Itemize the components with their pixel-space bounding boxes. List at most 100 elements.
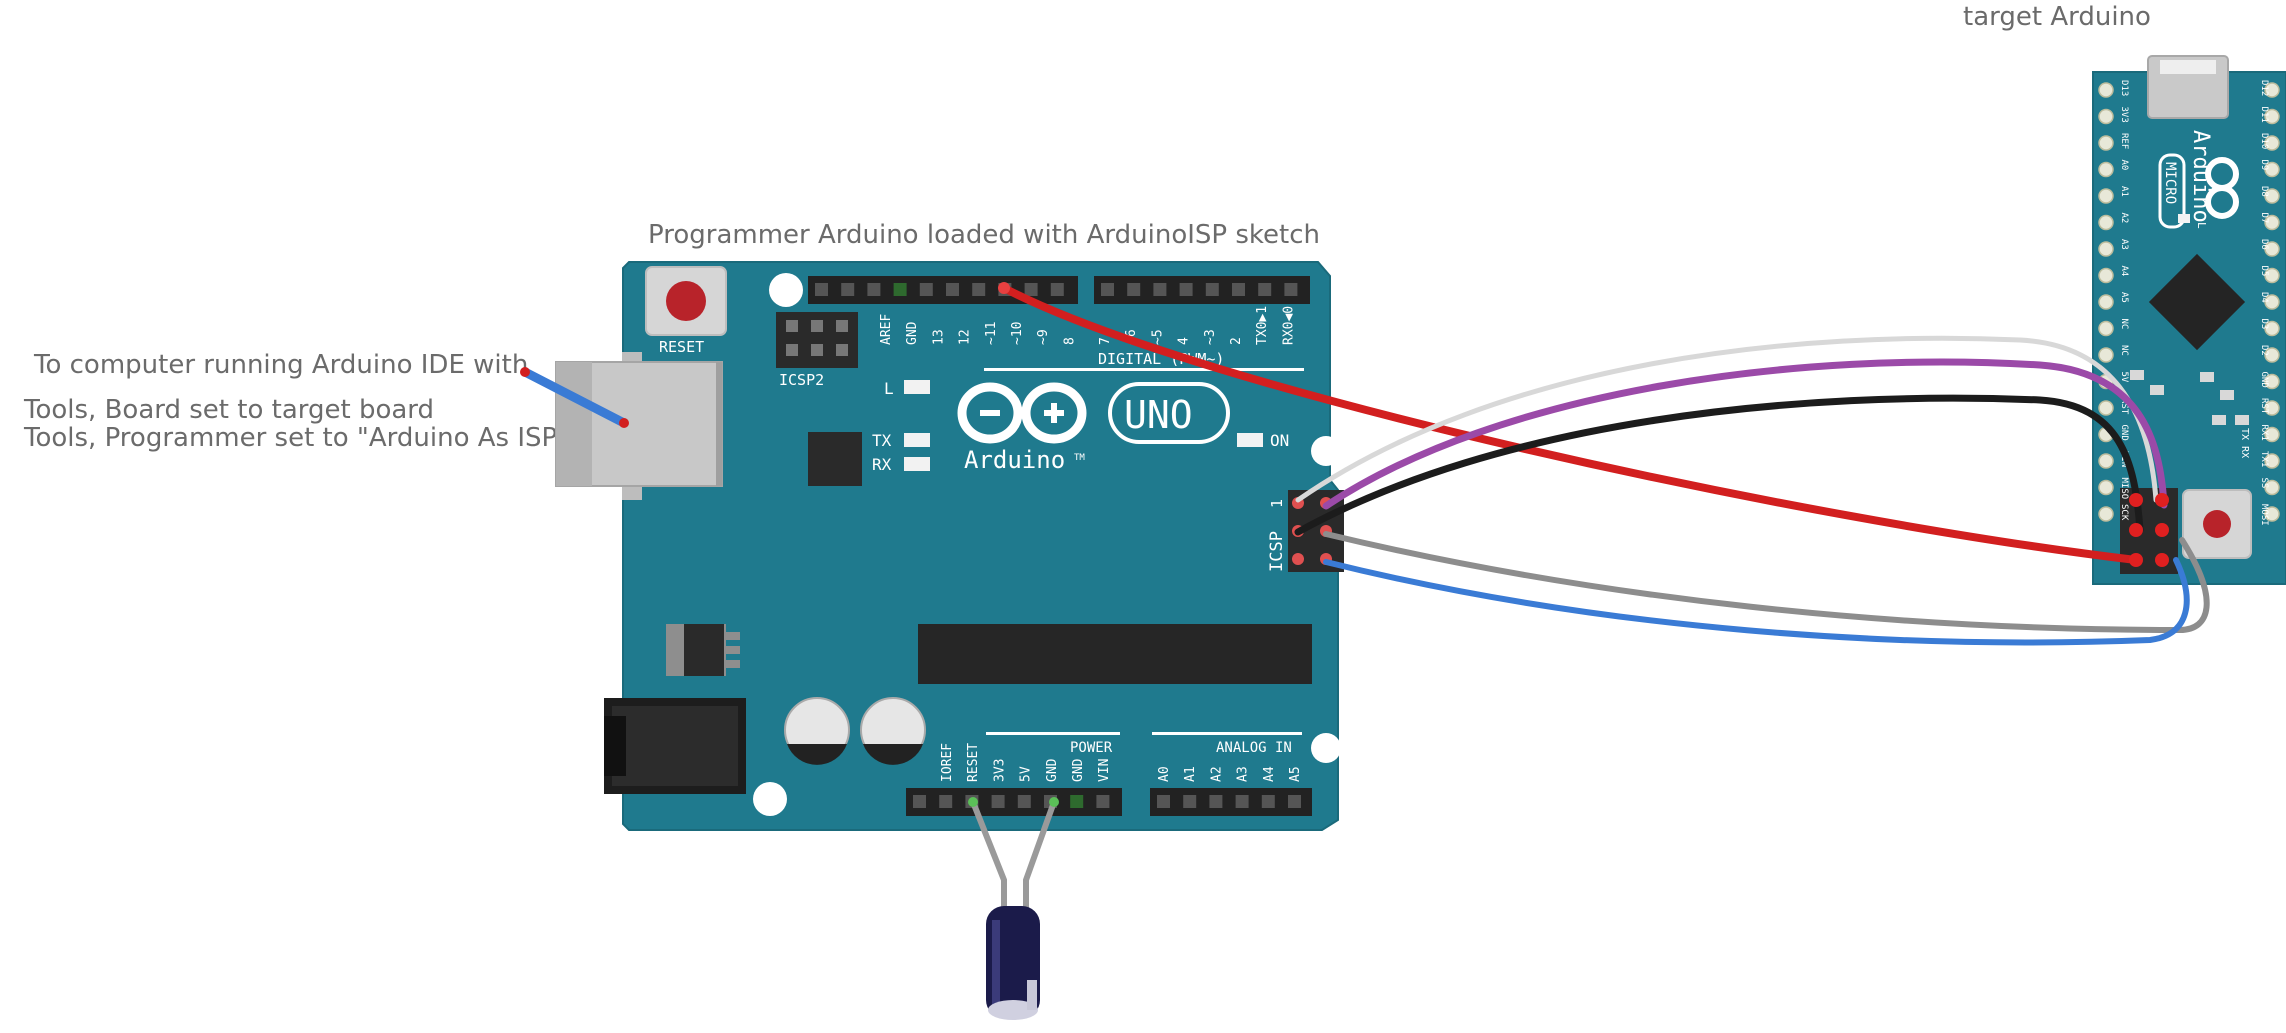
caption-target-arduino: target Arduino (1963, 2, 2151, 32)
uno-pcb (622, 261, 1339, 831)
uno-capacitor (860, 697, 926, 765)
uno-header-pin (1205, 283, 1219, 296)
uno-header-pin (1157, 795, 1170, 808)
micro-header-pin (2098, 479, 2114, 496)
uno-digital-pin-label: ~10 (1010, 322, 1025, 345)
micro-header-pin (2098, 214, 2114, 231)
micro-pin-label: SS (2259, 478, 2269, 489)
uno-header-pin (1127, 283, 1141, 296)
micro-header-pin (2264, 294, 2280, 310)
caption-computer-line1: To computer running Arduino IDE with (33, 350, 528, 380)
uno-header-pin (1258, 283, 1272, 296)
uno-power-pin-label: GND (1045, 758, 1060, 782)
uno-dc-jack (604, 698, 746, 794)
uno-usb-chip (808, 432, 862, 486)
micro-pin-label: MISO (2119, 478, 2129, 500)
micro-header-pin (2264, 214, 2280, 231)
micro-header-pin (2264, 108, 2280, 125)
micro-right-pin-column: D12D11D10D9D8D7D6D5D4D3D2GNDRSTRX1TX1SSM… (2259, 80, 2280, 526)
uno-icsp-pin (1292, 553, 1304, 565)
micro-header-pin (2264, 82, 2280, 98)
uno-header-pin (815, 283, 828, 296)
uno-led-on-label: ON (1270, 431, 1289, 450)
uno-main-chip (918, 624, 1312, 684)
uno-power-pin-label: GND (1071, 758, 1086, 782)
wire-black (1294, 394, 2144, 536)
micro-header-pin (2264, 161, 2280, 178)
uno-logo-text: Arduino (964, 446, 1065, 474)
micro-header-pin (2098, 82, 2114, 98)
micro-header-pin (2264, 453, 2280, 469)
uno-digital-header-right (1094, 276, 1310, 304)
micro-pin-label: RX1 (2259, 425, 2269, 441)
micro-header-pin (2264, 400, 2280, 416)
uno-icsp2-pin (836, 344, 848, 356)
micro-header-pin (2098, 267, 2114, 284)
micro-header-pin (2264, 267, 2280, 284)
uno-mount-hole (769, 273, 803, 307)
uno-header-pin (1288, 795, 1301, 808)
uno-mount-hole (1311, 436, 1341, 466)
uno-analog-pin-label: A0 (1157, 766, 1172, 782)
micro-pin-label: REF (2119, 133, 2129, 149)
uno-led-on (1237, 433, 1263, 447)
arduino-micro-board: Arduino MICRO L TX RX D133V3REFA0A1A2A3A… (2092, 55, 2286, 585)
wire-blue-mosi (1323, 557, 2190, 646)
micro-pin-label: A3 (2119, 239, 2129, 250)
uno-led-l-label: L (884, 379, 894, 398)
micro-pin-label: SCK (2119, 504, 2129, 521)
uno-digital-pin-label: TX0▶1 (1255, 306, 1270, 345)
uno-digital-pin-label: ~11 (984, 322, 999, 345)
micro-header-pin (2098, 453, 2114, 469)
caption-programmer-arduino: Programmer Arduino loaded with ArduinoIS… (648, 220, 1320, 250)
micro-header-pin (2098, 347, 2114, 363)
micro-pin-label: D10 (2259, 133, 2269, 149)
micro-pin-label: NC (2119, 319, 2129, 330)
uno-analog-pin-label: A2 (1209, 766, 1224, 782)
uno-icsp-label: ICSP (1267, 531, 1287, 572)
micro-header-pin (2098, 400, 2114, 416)
micro-pin-label: A0 (2119, 160, 2129, 171)
micro-pin-label: D2 (2259, 345, 2269, 356)
uno-header-pin (1101, 283, 1114, 296)
micro-header-pin (2264, 506, 2280, 522)
uno-power-pin-label: IOREF (940, 743, 955, 782)
uno-digital-pin-label: AREF (879, 314, 894, 345)
micro-pin-label: A2 (2119, 213, 2129, 224)
micro-pin-label: A4 (2119, 266, 2129, 277)
uno-header-pin (1235, 795, 1249, 808)
micro-pin-label: 3V3 (2119, 107, 2129, 123)
micro-pin-label: A1 (2119, 186, 2129, 197)
uno-logo-tm: TM (1074, 453, 1085, 463)
micro-pin-label: D11 (2259, 107, 2269, 123)
micro-header-pin (2098, 108, 2114, 125)
uno-header-pin (1024, 283, 1038, 296)
uno-header-pin (1284, 283, 1298, 296)
uno-header-pin (867, 283, 881, 296)
uno-digital-pin-label: RX0◀0 (1281, 306, 1296, 345)
uno-icsp2-pin (786, 344, 798, 356)
uno-reset-label: RESET (659, 338, 704, 356)
micro-icsp-pins (2129, 493, 2169, 567)
micro-pin-label: D12 (2259, 80, 2269, 96)
micro-model-label: MICRO (2162, 162, 2178, 204)
micro-pin-label: RST (2119, 398, 2129, 415)
uno-header-pin (1179, 283, 1193, 296)
uno-voltage-regulator (666, 624, 740, 676)
uno-capacitor (784, 697, 850, 765)
micro-pin-label: D6 (2259, 239, 2269, 250)
micro-header-pin (2098, 294, 2114, 310)
reset-capacitor (986, 906, 1040, 1020)
uno-header-pin (991, 795, 1005, 808)
micro-header-pin (2264, 426, 2280, 443)
uno-logo: UNO Arduino TM (957, 382, 1230, 474)
uno-digital-pin-label: ~3 (1203, 329, 1218, 345)
uno-digital-pin-label: ~9 (1036, 329, 1051, 345)
uno-led-rx (904, 457, 930, 471)
uno-usb-connector (555, 352, 723, 500)
uno-digital-pin-label: 7 (1098, 337, 1113, 345)
micro-led-l-label: L (2195, 222, 2208, 229)
uno-header-pin (1050, 283, 1064, 296)
uno-digital-pin-label: 13 (931, 329, 946, 345)
